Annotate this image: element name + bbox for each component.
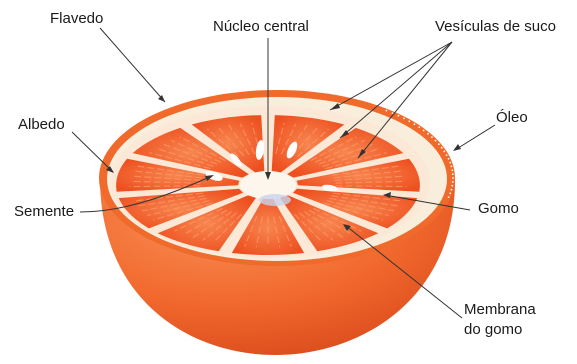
label-nucleo-central: Núcleo central [213, 18, 309, 36]
oil-gland-dot [451, 189, 453, 191]
oil-gland-dot [431, 136, 433, 138]
oil-gland-dot [452, 181, 454, 183]
oil-gland-dot [451, 166, 453, 168]
oil-gland-dot [398, 115, 400, 117]
oil-gland-dot [451, 169, 453, 171]
oil-gland-dot [392, 112, 394, 114]
label-vesiculas-de-suco: Vesículas de suco [435, 18, 556, 36]
label-membrana-do-gomo: Membrana do gomo [464, 300, 554, 340]
label-flavedo: Flavedo [50, 10, 103, 28]
oil-gland-dot [452, 177, 454, 179]
label-oleo: Óleo [496, 109, 528, 127]
label-gomo: Gomo [478, 200, 519, 218]
oil-gland-dot [435, 140, 437, 142]
leader-flavedo [100, 28, 165, 102]
leader-oleo [455, 125, 495, 150]
oil-gland-dot [443, 151, 445, 153]
oil-gland-dot [448, 196, 450, 198]
oil-gland-dot [418, 126, 420, 128]
oil-gland-dot [414, 123, 416, 125]
oil-gland-dot [449, 193, 451, 195]
oil-gland-dot [408, 120, 410, 122]
leader-albedo [72, 132, 113, 172]
oil-gland-dot [452, 173, 454, 175]
oil-gland-dot [446, 154, 448, 156]
leader-oleo-arrow [453, 144, 461, 151]
oil-gland-dot [451, 185, 453, 187]
leader-vesiculas-1 [330, 42, 452, 110]
oil-gland-dot [449, 162, 451, 164]
oil-gland-dot [438, 143, 440, 145]
oil-gland-dot [427, 133, 429, 135]
label-semente: Semente [14, 203, 74, 221]
leader-flavedo-arrow [158, 95, 165, 102]
oil-gland-dot [423, 130, 425, 132]
oil-gland-dot [448, 158, 450, 160]
oil-gland-dot [386, 110, 388, 112]
label-albedo: Albedo [18, 116, 65, 134]
central-core-shadow [259, 194, 291, 206]
oil-gland-dot [441, 147, 443, 149]
oil-gland-dot [403, 118, 405, 120]
